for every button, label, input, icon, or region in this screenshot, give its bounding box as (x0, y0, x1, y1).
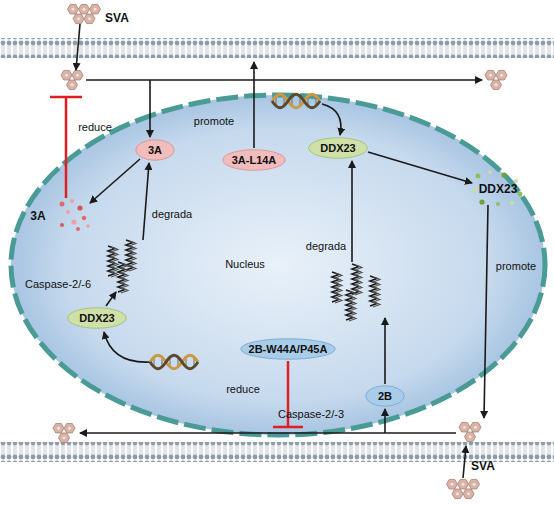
inhibition-bar (50, 96, 82, 99)
annotation-label: reduce (226, 383, 260, 396)
protein-node: 2B-W44A/P45A (240, 338, 336, 360)
protein-ellipse (68, 308, 127, 329)
protein-label: DDX23 (320, 142, 355, 155)
protein-node: 3A-L14A (222, 149, 286, 171)
entry-arrow (76, 24, 80, 70)
region-label: Nucleus (225, 258, 265, 271)
nucleus-region: Nucleus3A3A-L14ADDX23DDX232B-W44A/P45A2B (8, 92, 548, 438)
virus-cluster (68, 4, 101, 23)
protein-label: 2B (378, 390, 392, 403)
branch-line (149, 80, 151, 101)
protein-ellipse (241, 339, 336, 360)
annotation-label: degrada (152, 208, 192, 221)
annotation-label: SVA (471, 460, 495, 473)
protein-label: 3A-L14A (232, 154, 277, 167)
protein-ellipse (136, 140, 175, 161)
nucleus-envelope (11, 95, 545, 435)
annotation-label: degrada (306, 240, 346, 253)
cell-membrane (0, 38, 554, 58)
protein-node: 2B (365, 385, 405, 407)
annotation-label: reduce (78, 121, 112, 134)
protein-label: 2B-W44A/P45A (249, 343, 328, 356)
annotation-label: promote (496, 260, 536, 273)
protein-ellipse (223, 150, 286, 171)
protein-node: DDX23 (308, 137, 368, 159)
annotation-label: Caspase-2/-3 (278, 408, 344, 421)
protein-label: 3A (148, 144, 162, 157)
protein-ellipse (366, 386, 405, 407)
annotation-label: promote (194, 115, 234, 128)
virus-cluster (447, 479, 480, 498)
virion (53, 423, 75, 442)
annotation-label: Caspase-2/-6 (25, 278, 91, 291)
protein-node: DDX23 (67, 307, 127, 329)
virion (485, 70, 507, 89)
nucleus-shape (8, 92, 548, 438)
annotation-label: 3A (30, 210, 45, 223)
cell-membrane (0, 442, 554, 462)
virion (61, 70, 83, 89)
release-arrow (86, 79, 482, 81)
protein-ellipse (309, 138, 368, 159)
protein-label: DDX23 (79, 312, 114, 325)
annotation-label: SVA (105, 12, 129, 25)
virion (459, 422, 481, 441)
entry-arrow (463, 446, 466, 478)
protein-node: 3A (135, 139, 175, 161)
annotation-label: DDX23 (479, 183, 518, 196)
